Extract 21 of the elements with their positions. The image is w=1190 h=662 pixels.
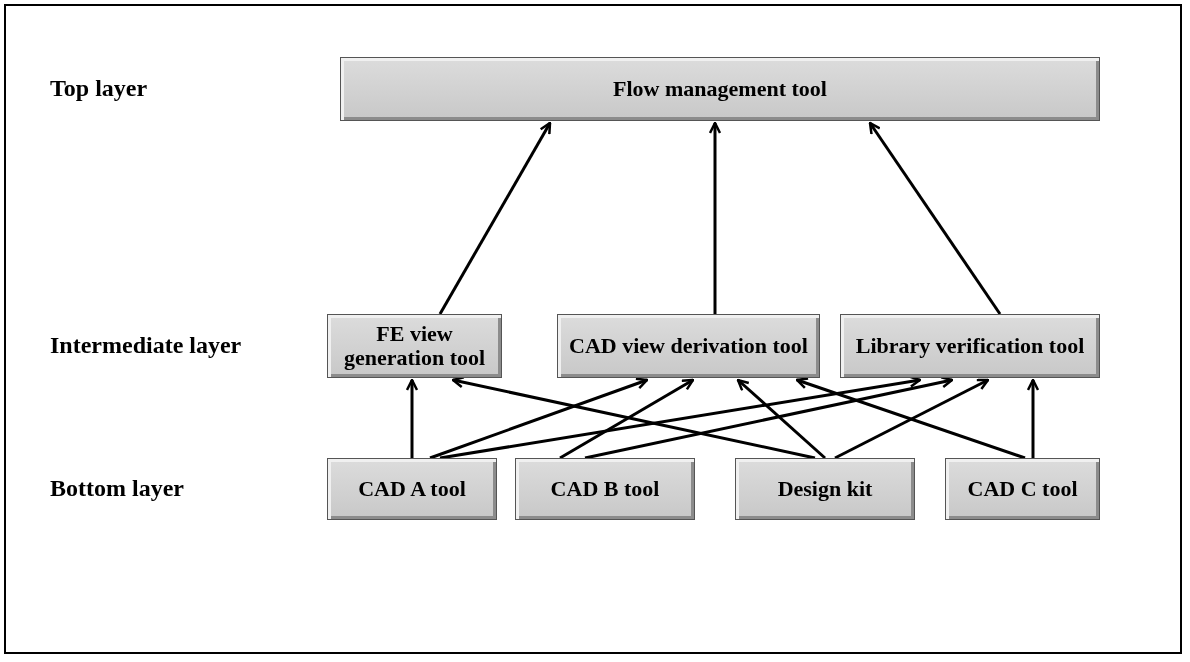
layer-label: Intermediate layer [50, 332, 242, 359]
arrow [405, 378, 419, 458]
arrow [834, 378, 990, 460]
arrow [868, 121, 1002, 315]
tool-box: CAD view derivation tool [557, 314, 820, 378]
arrow [559, 378, 695, 460]
tool-box: Flow management tool [340, 57, 1100, 121]
arrow [1026, 378, 1040, 458]
arrow [708, 121, 722, 314]
tool-box: CAD B tool [515, 458, 695, 520]
arrow [429, 377, 649, 460]
tool-box: CAD A tool [327, 458, 497, 520]
layer-label: Top layer [50, 75, 148, 102]
arrow [438, 121, 552, 315]
tool-box: Library verification tool [840, 314, 1100, 378]
layer-label: Bottom layer [50, 475, 184, 502]
tool-box: FE view generation tool [327, 314, 502, 378]
tool-box: CAD C tool [945, 458, 1100, 520]
tool-box: Design kit [735, 458, 915, 520]
arrow [736, 378, 826, 460]
arrow [795, 377, 1026, 460]
